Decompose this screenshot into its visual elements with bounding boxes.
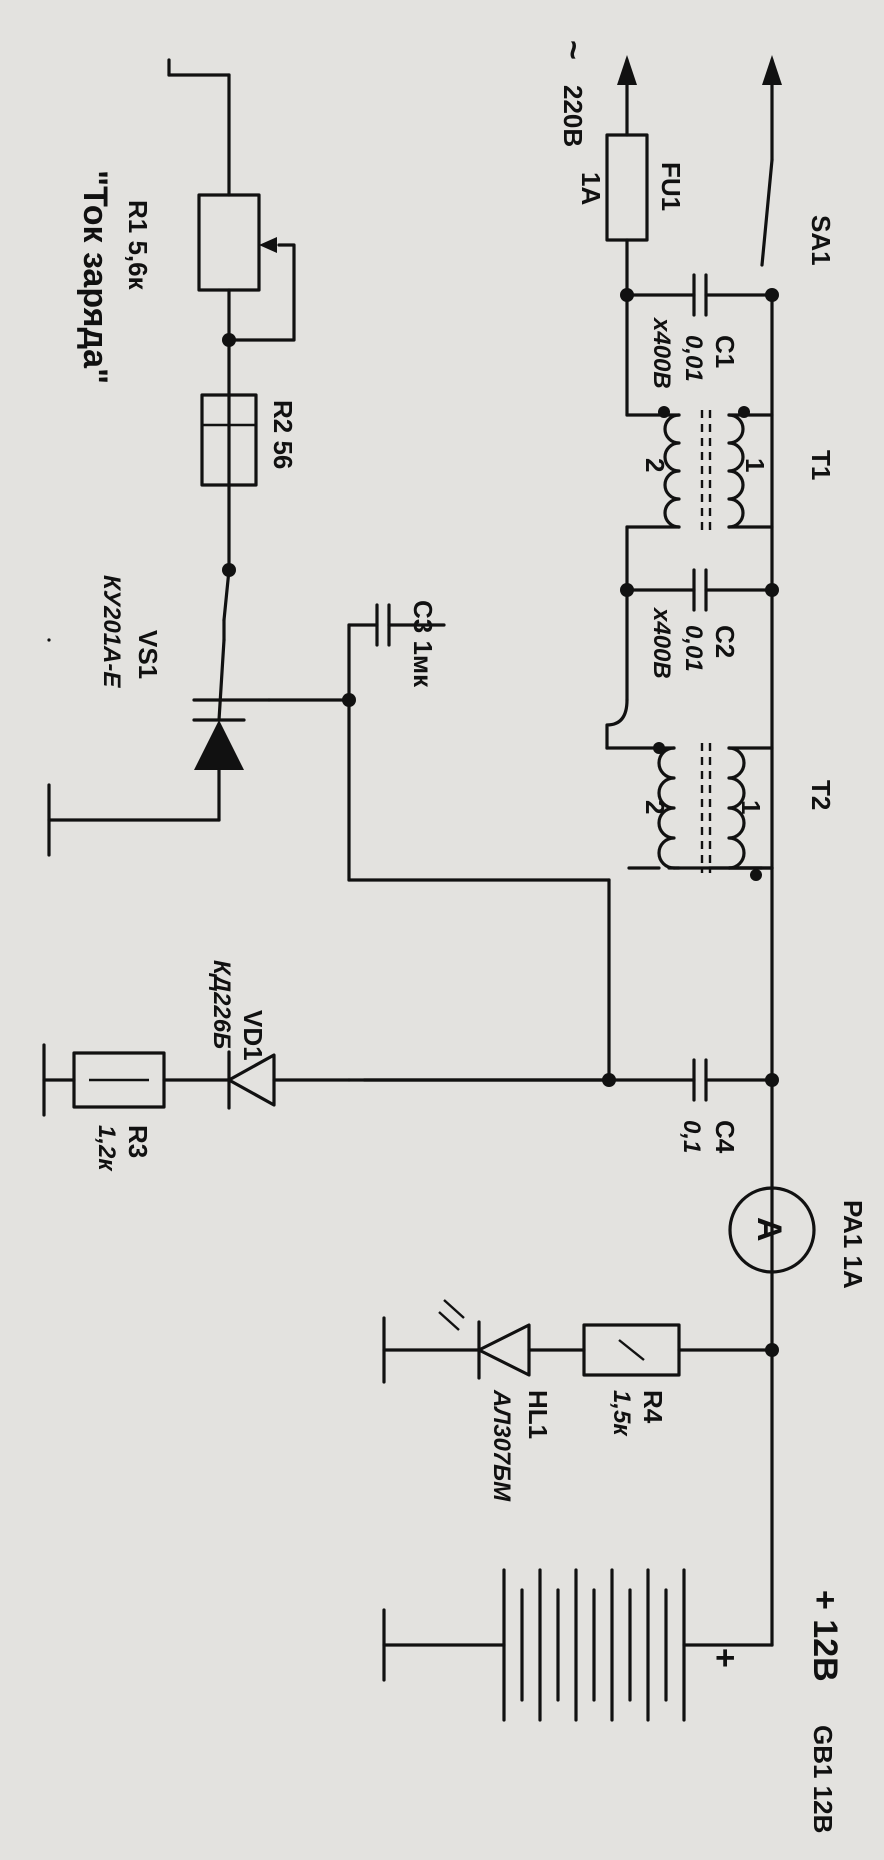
mains-symbol: ~	[554, 40, 592, 60]
c3-label: С3 1мк	[408, 600, 438, 688]
pa1-label: РА1 1А	[838, 1200, 868, 1289]
c4-value: 0,1	[678, 1120, 705, 1153]
ammeter-letter: А	[750, 1217, 788, 1242]
capacitor-c1	[620, 273, 779, 317]
c1-label: С1	[710, 335, 740, 368]
switch-sa1: SA1	[806, 215, 836, 266]
secondary-return	[605, 746, 774, 870]
transformer-t1	[625, 406, 774, 532]
thyristor-vs1	[47, 563, 271, 857]
capacitor-c3	[267, 603, 446, 882]
c1-value: 0,01	[680, 335, 707, 382]
t2-winding2-label: 2	[640, 800, 670, 814]
hl1-label: HL1	[523, 1390, 553, 1439]
t1-winding2-label: 2	[640, 458, 670, 472]
r1-label: R1 5,6к	[123, 200, 153, 291]
fu1-rating-label: 1А	[576, 172, 606, 205]
hl1-type: АЛ307БМ	[488, 1389, 515, 1502]
r3-label: R3	[123, 1125, 153, 1158]
c1-voltage: х400В	[648, 316, 675, 389]
c2-label: С2	[710, 625, 740, 658]
resistor-r3	[42, 1043, 166, 1117]
vs1-type: КУ201А-Е	[98, 575, 125, 688]
r1-function-label: "Ток заряда"	[76, 170, 114, 384]
c4-label: С4	[710, 1120, 740, 1154]
vd1-type: КД226Б	[208, 960, 235, 1049]
resistor-r1	[167, 58, 296, 572]
diode-vd1	[162, 1050, 351, 1110]
t1-winding1-label: 1	[740, 458, 770, 472]
c2-value: 0,01	[680, 625, 707, 672]
gb1-label: GB1 12В	[808, 1725, 838, 1833]
mains-voltage-label: 220В	[558, 85, 588, 147]
ammeter-pa1: А	[728, 1186, 816, 1274]
positive-rail	[677, 1343, 779, 1647]
led-hl1	[382, 1299, 531, 1384]
control-rail	[347, 878, 616, 1087]
battery-gb1	[382, 1568, 774, 1722]
plus-12v-label: + 12В	[806, 1590, 844, 1682]
resistor-r2	[200, 393, 258, 487]
r4-value: 1,5к	[608, 1390, 635, 1437]
c2-voltage: х400В	[648, 606, 675, 679]
r4-label: R4	[638, 1390, 668, 1424]
r3-value: 1,2к	[93, 1125, 120, 1172]
fuse-fu1	[605, 133, 649, 242]
r2-label: R2 56	[268, 400, 298, 469]
fuse-rail	[605, 55, 649, 417]
battery-plus-label: +	[706, 1648, 744, 1668]
t2-winding1-label: 1	[736, 800, 766, 814]
t1-label: Т1	[806, 450, 836, 480]
fu1-label: FU1	[656, 162, 686, 211]
resistor-r4	[527, 1323, 681, 1377]
sa1-label: SA1	[806, 215, 836, 266]
capacitor-c2	[605, 525, 779, 750]
ammeter-circle	[728, 1186, 816, 1274]
vs1-label: VS1	[133, 630, 163, 679]
top-rail	[760, 55, 782, 1647]
t2-label: Т2	[806, 780, 836, 810]
vd1-label: VD1	[238, 1010, 268, 1061]
